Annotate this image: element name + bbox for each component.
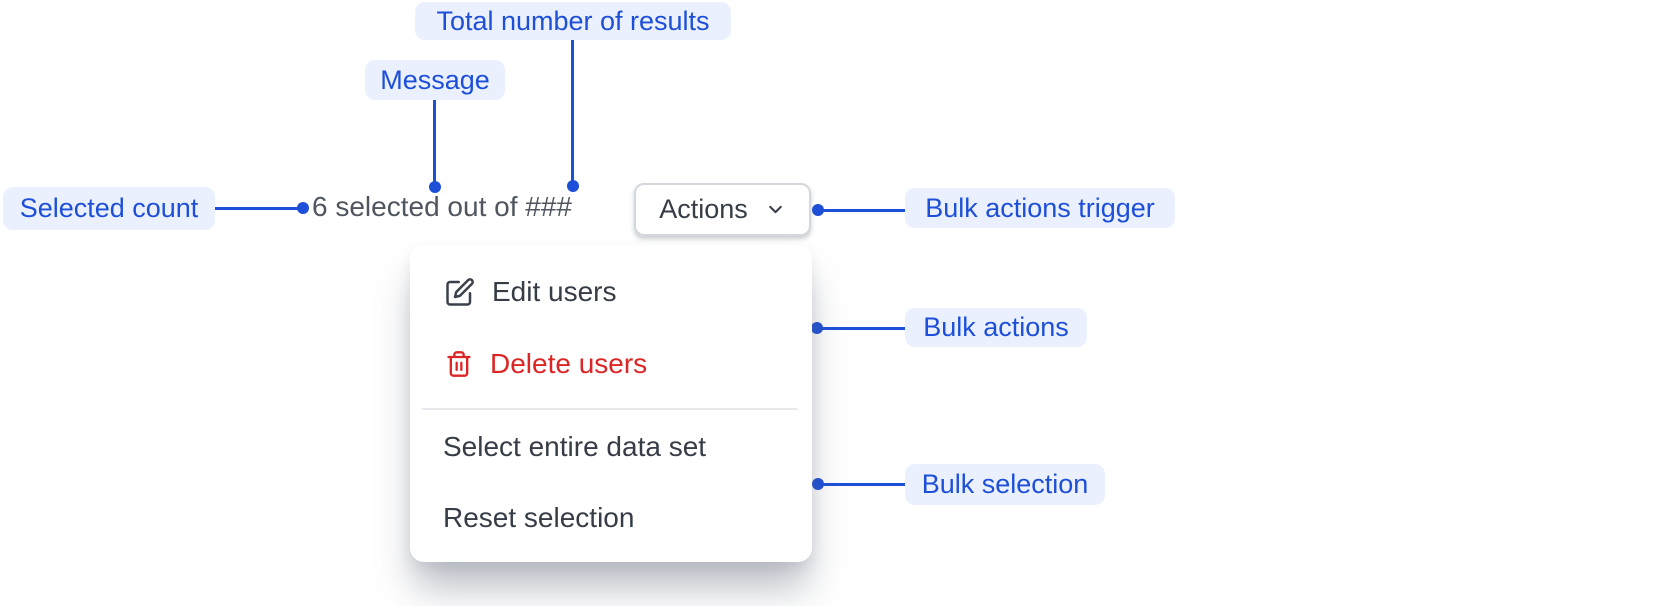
connector-line-bulk-actions xyxy=(817,327,905,330)
annotation-label-bulk-actions: Bulk actions xyxy=(905,308,1087,347)
menu-item-label: Delete users xyxy=(490,348,648,379)
menu-divider xyxy=(422,408,798,410)
chevron-down-icon xyxy=(765,199,786,220)
selection-count-message: 6 selected out of ### xyxy=(312,191,572,222)
connector-dot-bulk-actions-trigger xyxy=(812,204,824,216)
menu-item-delete-users[interactable]: Delete users xyxy=(410,346,812,382)
connector-dot-total-results xyxy=(567,180,579,192)
annotation-label-selected-count: Selected count xyxy=(3,187,215,230)
menu-item-label: Edit users xyxy=(492,276,617,307)
trash-icon xyxy=(445,349,473,379)
annotation-label-bulk-actions-trigger: Bulk actions trigger xyxy=(905,188,1175,228)
connector-dot-bulk-actions xyxy=(811,322,823,334)
actions-button[interactable]: Actions xyxy=(634,183,811,236)
annotation-label-message: Message xyxy=(365,60,505,100)
connector-line-message xyxy=(433,100,436,187)
bulk-actions-menu: Edit users Delete users Select entire da… xyxy=(410,245,812,562)
connector-dot-selected-count xyxy=(297,202,309,214)
connector-dot-bulk-selection xyxy=(812,478,824,490)
connector-dot-message xyxy=(429,181,441,193)
connector-line-bulk-actions-trigger xyxy=(818,209,905,212)
connector-line-total-results xyxy=(571,40,574,186)
menu-item-label: Reset selection xyxy=(443,502,635,533)
annotation-label-total-results: Total number of results xyxy=(415,2,731,40)
connector-line-bulk-selection xyxy=(818,483,905,486)
connector-line-selected-count xyxy=(215,207,303,210)
actions-button-label: Actions xyxy=(659,194,748,224)
menu-item-label: Select entire data set xyxy=(443,431,707,462)
menu-item-select-entire-data-set[interactable]: Select entire data set xyxy=(410,429,812,465)
edit-icon xyxy=(445,277,475,307)
annotation-label-bulk-selection: Bulk selection xyxy=(905,464,1105,505)
menu-item-reset-selection[interactable]: Reset selection xyxy=(410,500,812,536)
menu-item-edit-users[interactable]: Edit users xyxy=(410,274,812,310)
